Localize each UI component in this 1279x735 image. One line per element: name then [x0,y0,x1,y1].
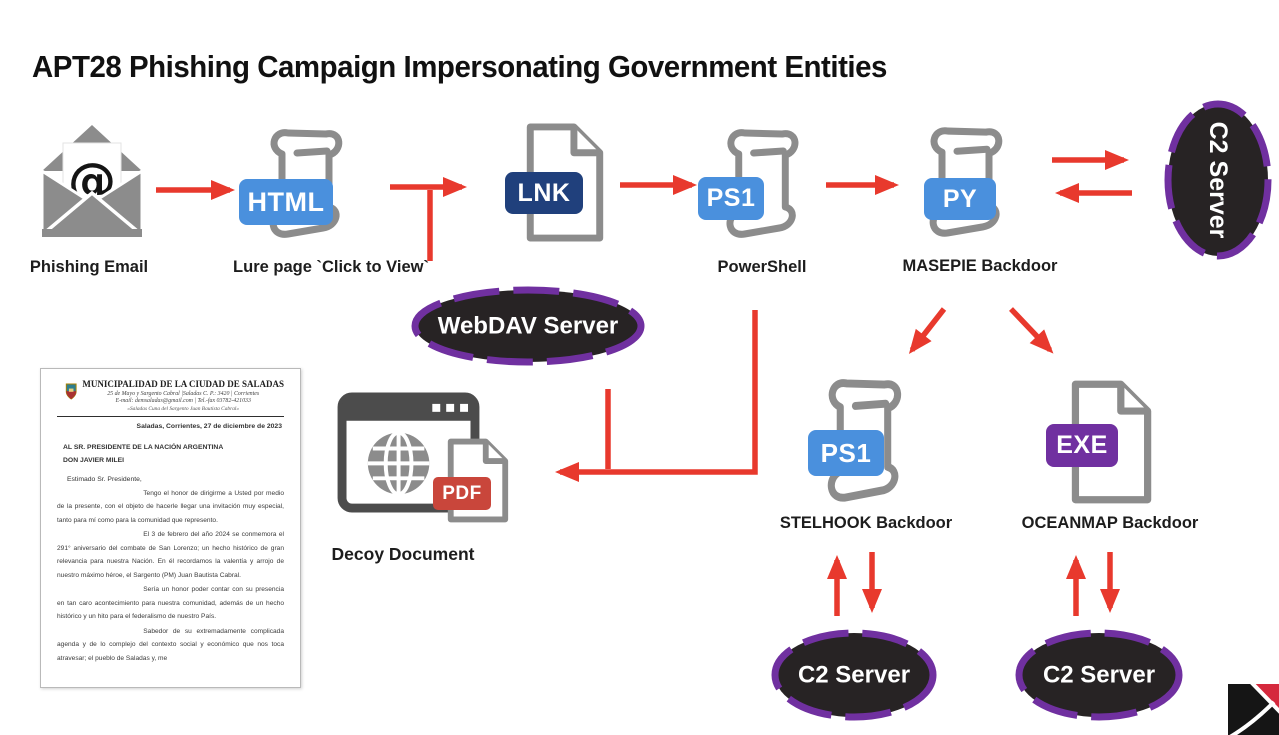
saladas-coat-of-arms-icon [65,383,77,400]
letter-paragraph: Sabedor de su extremadamente complicada … [57,627,284,662]
powershell-label: PowerShell [717,258,807,276]
letter-title: MUNICIPALIDAD DE LA CIUDAD DE SALADAS [82,379,284,389]
decoy-letter-preview: MUNICIPALIDAD DE LA CIUDAD DE SALADAS 25… [40,368,301,688]
c2-bottom-right-label: C2 Server [1043,662,1155,689]
letter-salutation: Estimado Sr. Presidente, [67,475,142,483]
page-title: APT28 Phishing Campaign Impersonating Go… [32,48,887,84]
c2-server-bottom-left-ellipse: C2 Server [771,629,937,721]
corner-logo-icon [1228,684,1279,735]
stelhook-ps1-badge: PS1 [808,430,884,476]
ps1-badge: PS1 [698,177,764,220]
letter-motto: «Saladas Cuna del Sargento Juan Bautista… [127,405,240,412]
phishing-email-label: Phishing Email [29,258,149,276]
py-badge: PY [924,178,996,220]
lnk-badge: LNK [505,172,583,214]
letter-address: 25 de Mayo y Sargento Cabral |Saladas C.… [107,390,260,397]
oceanmap-label: OCEANMAP Backdoor [1021,514,1199,532]
arrow-masepie-to-oceanmap [1009,307,1054,354]
letter-paragraph: El 3 de febrero del año 2024 se conmemor… [57,531,284,579]
html-badge: HTML [239,179,333,225]
letter-recipient-line1: AL SR. PRESIDENTE DE LA NACIÓN ARGENTINA [63,443,224,451]
letter-recipient: AL SR. PRESIDENTE DE LA NACIÓN ARGENTINA… [57,442,284,467]
globe-icon [367,430,430,497]
lure-page-label: Lure page `Click to View` [233,258,429,276]
masepie-label: MASEPIE Backdoor [902,257,1058,275]
decoy-document-label: Decoy Document [331,544,475,564]
c2-top-label: C2 Server [1204,122,1232,239]
pdf-badge: PDF [433,477,491,510]
letter-recipient-line2: DON JAVIER MILEI [63,457,125,465]
c2-bottom-left-label: C2 Server [798,662,910,689]
webdav-server-ellipse: WebDAV Server [411,286,645,366]
c2-server-bottom-right-ellipse: C2 Server [1015,629,1183,721]
arrow-masepie-to-stelhook [908,307,947,354]
letter-header: MUNICIPALIDAD DE LA CIUDAD DE SALADAS 25… [65,379,284,412]
stelhook-label: STELHOOK Backdoor [779,514,953,532]
open-envelope-at-icon: @ [37,125,147,238]
letter-contact: E-mail: demsaladas@gmail.com | Tel.-fax … [115,398,251,404]
letter-divider [57,415,284,417]
letter-paragraph: Sería un honor poder contar con su prese… [57,586,284,621]
letter-date: Saladas, Corrientes, 27 de diciembre de … [136,422,282,430]
exe-badge: EXE [1046,424,1118,467]
webdav-label: WebDAV Server [438,313,619,340]
letter-paragraph: Tengo el honor de dirigirme a Usted por … [57,489,284,524]
c2-server-top-ellipse: C2 Server [1164,100,1272,260]
